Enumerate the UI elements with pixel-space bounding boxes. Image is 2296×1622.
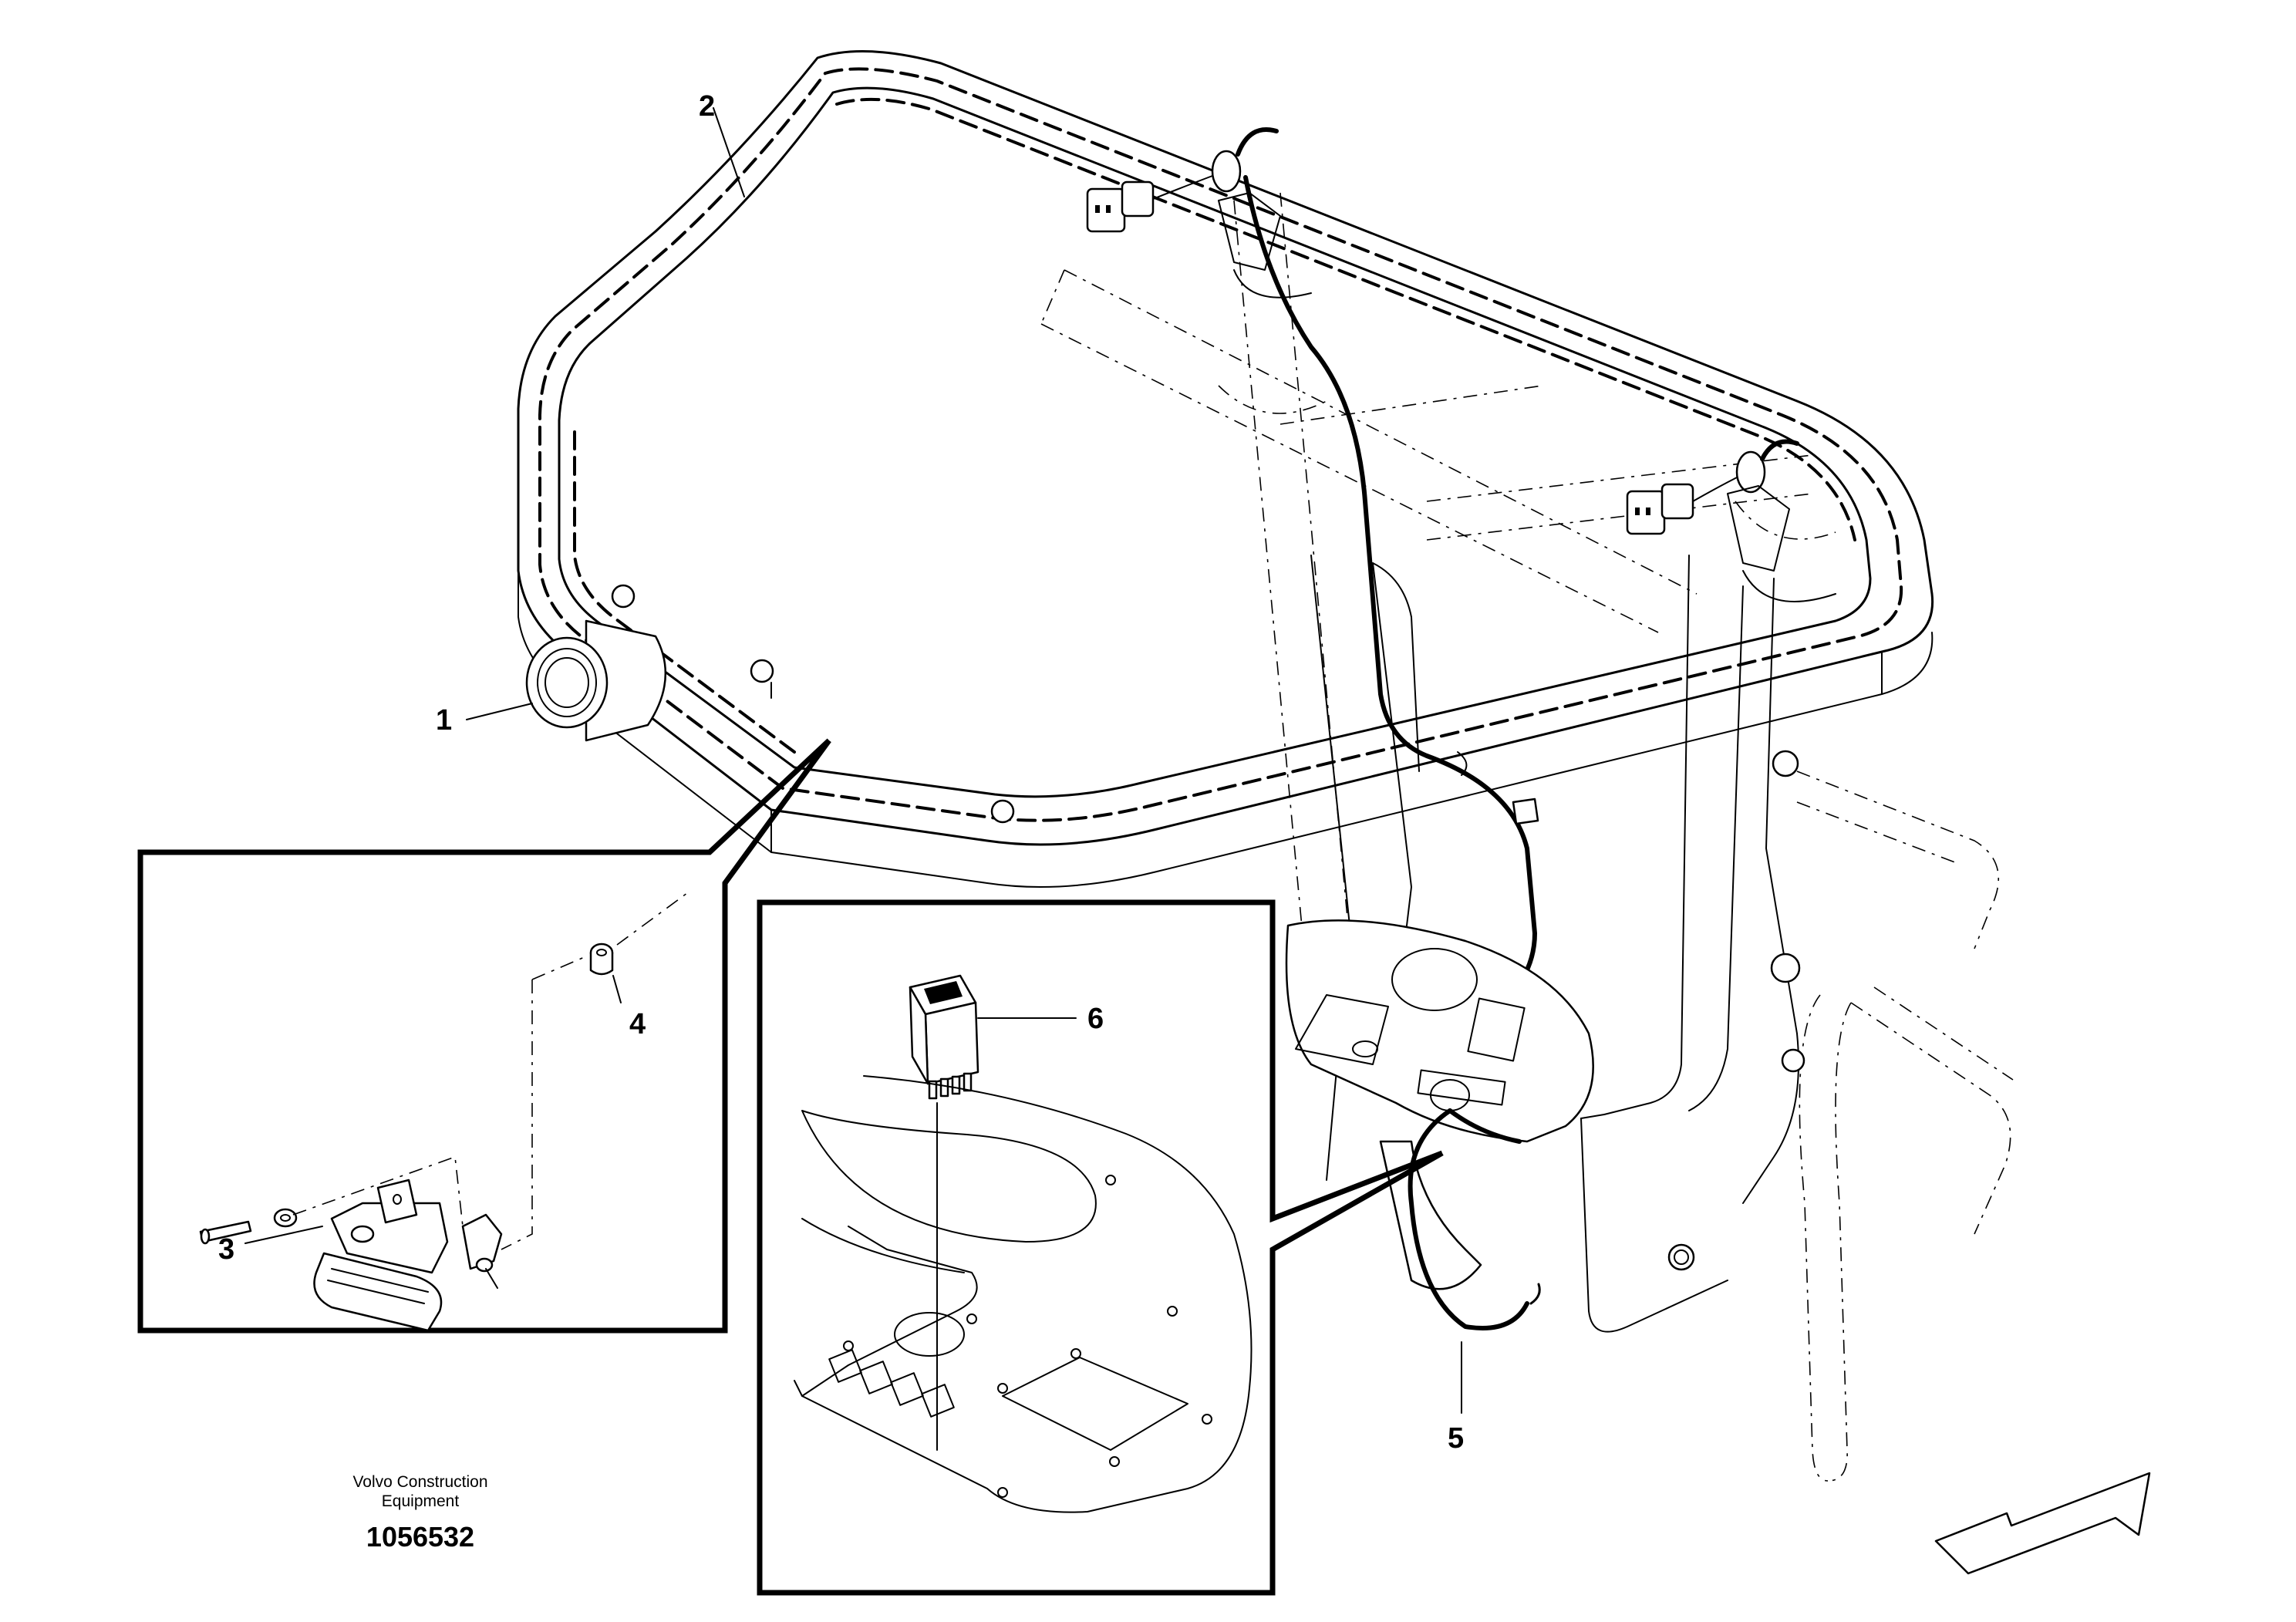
brand-line-1: Volvo Construction [352,1473,487,1491]
part-number: 1056532 [366,1521,474,1553]
inset-lamp-mount [137,738,831,1334]
roof-grommets [611,584,1015,824]
callout-4: 4 [629,1008,646,1040]
callout-2: 2 [699,90,715,123]
cab-structure [1040,192,2014,1482]
callout-3: 3 [218,1233,234,1266]
lamp-brackets [1218,192,1836,602]
dashboard-panel [1285,919,1594,1330]
callout-5: 5 [1448,1422,1464,1455]
callout-leaders [466,107,1462,1414]
inset-switch-panel [757,899,1444,1596]
harness-connector-rear [1626,439,1799,535]
callout-6: 6 [1087,1003,1104,1035]
work-lamp [525,619,667,742]
brand-line-2: Equipment [382,1492,460,1510]
callout-1: 1 [436,704,452,737]
harness-connector-front [1086,127,1429,758]
direction-arrow-icon [1934,1472,2151,1575]
